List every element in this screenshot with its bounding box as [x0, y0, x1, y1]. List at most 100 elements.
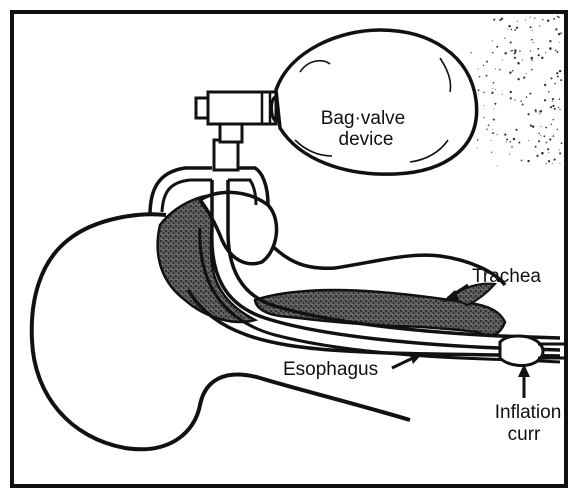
speckle-dot [559, 152, 561, 154]
speckle-dot [484, 105, 485, 106]
speckle-dot [521, 160, 523, 162]
speckle-dot [545, 52, 546, 53]
speckle-dot [530, 125, 532, 127]
speckle-dot [556, 72, 558, 74]
speckle-dot [531, 57, 534, 60]
speckle-dot [519, 50, 520, 51]
speckle-dot [507, 28, 508, 29]
speckle-dot [561, 142, 563, 144]
speckle-dot [492, 88, 493, 89]
speckle-dot [495, 68, 496, 69]
valve-tee [208, 92, 276, 124]
speckle-dot [478, 94, 479, 95]
speckle-dot [525, 20, 526, 21]
speckle-dot [492, 52, 493, 53]
speckle-dot [550, 77, 552, 79]
speckle-dot [479, 76, 481, 78]
speckle-dot [529, 93, 531, 95]
speckle-dot [515, 129, 517, 131]
speckle-dot [518, 142, 520, 144]
speckle-dot [478, 89, 480, 91]
speckle-dot [546, 163, 547, 164]
valve-stem [214, 140, 238, 170]
speckle-dot [517, 21, 518, 22]
label-bag-valve-line1: Bag·valve [321, 108, 406, 129]
speckle-dot [491, 152, 492, 153]
speckle-dot [560, 79, 562, 81]
speckle-dot [557, 129, 558, 130]
speckle-dot [538, 133, 540, 135]
speckle-dot [527, 160, 529, 162]
speckle-dot [541, 152, 544, 155]
speckle-dot [539, 25, 540, 26]
speckle-dot [522, 59, 523, 60]
speckle-dot [504, 133, 506, 135]
speckle-dot [550, 106, 552, 108]
speckle-dot [553, 18, 555, 20]
speckle-dot [499, 69, 501, 71]
speckle-dot [514, 51, 516, 53]
speckle-dot [542, 19, 543, 20]
speckle-dot [511, 146, 513, 148]
speckle-dot [535, 109, 537, 111]
speckle-dot [506, 142, 507, 143]
speckle-dot [544, 84, 546, 86]
speckle-dot [514, 29, 516, 31]
speckle-dot [486, 128, 487, 129]
speckle-dot [555, 50, 557, 52]
speckle-dot [530, 50, 531, 51]
speckle-dot [514, 57, 516, 59]
speckle-dot [510, 97, 512, 99]
speckle-dot [514, 99, 515, 100]
speckle-dot [547, 148, 549, 150]
speckle-dot [553, 119, 555, 121]
speckle-dot [510, 141, 512, 143]
speckle-dot [522, 104, 524, 106]
speckle-dot [555, 28, 557, 30]
speckle-dot [493, 119, 495, 121]
speckle-dot [471, 52, 472, 53]
speckle-dot [550, 124, 551, 125]
speckle-dot [544, 135, 546, 137]
speckle-dot [531, 60, 532, 61]
speckle-dot [530, 17, 531, 18]
speckle-dot [492, 40, 493, 41]
speckle-dot [526, 73, 527, 74]
speckle-dot [477, 148, 478, 149]
label-inflation-line1: Inflation [495, 402, 562, 423]
speckle-dot [509, 71, 511, 73]
speckle-dot [504, 52, 506, 54]
head-outline [32, 214, 410, 449]
speckle-dot [535, 146, 537, 148]
speckle-dot [528, 140, 529, 141]
speckle-dot [483, 65, 484, 66]
speckle-dot [510, 91, 512, 93]
speckle-dot [526, 96, 528, 98]
speckle-dot [540, 135, 541, 136]
speckle-dot [554, 159, 556, 161]
background-speckle [469, 16, 562, 167]
speckle-dot [532, 30, 533, 31]
speckle-dot [508, 25, 510, 27]
speckle-dot [552, 163, 553, 164]
speckle-dot [554, 83, 556, 85]
speckle-dot [550, 49, 551, 50]
speckle-dot [493, 108, 494, 109]
speckle-dot [497, 134, 498, 135]
inflation-cuff-arrow [518, 364, 530, 398]
speckle-dot [552, 105, 554, 107]
speckle-dot [520, 100, 522, 102]
speckle-dot [504, 38, 505, 39]
speckle-dot [512, 70, 514, 72]
speckle-dot [511, 29, 513, 31]
speckle-dot [532, 125, 535, 128]
speckle-dot [549, 138, 551, 140]
speckle-dot [548, 91, 550, 93]
speckle-dot [488, 124, 490, 126]
speckle-dot [516, 27, 518, 29]
speckle-dot [559, 109, 560, 110]
speckle-dot [513, 138, 515, 140]
speckle-dot [491, 92, 493, 94]
speckle-dot [549, 40, 551, 42]
